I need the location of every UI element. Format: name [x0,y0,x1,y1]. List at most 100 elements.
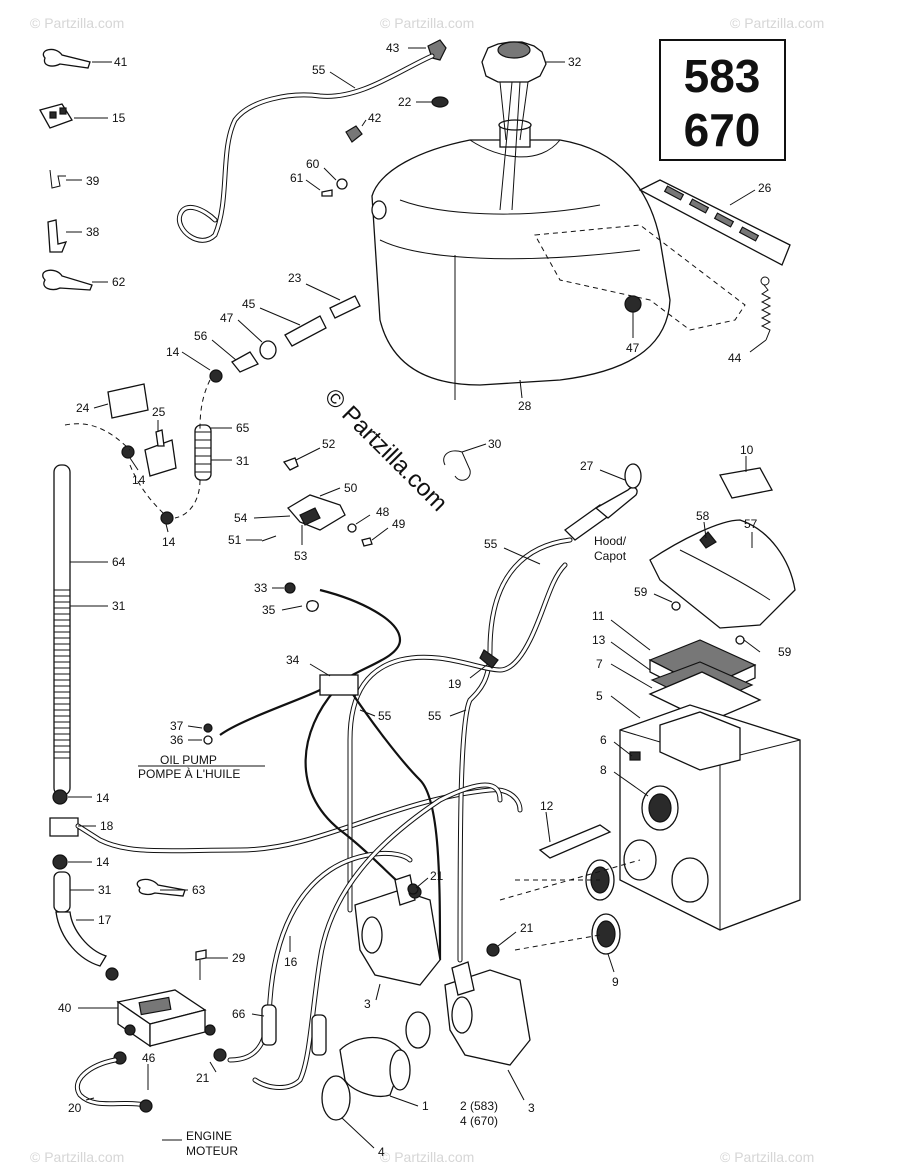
callout-59: 59 [634,585,648,599]
callout-10: 10 [740,443,754,457]
copyright-notice: © Partzilla.com [319,383,452,516]
oil-pump-caption: OIL PUMP [160,753,217,767]
callout-4: 4 [378,1145,385,1159]
model-number-670: 670 [684,104,761,156]
callout-62: 62 [112,275,126,289]
callout-54: 54 [234,511,248,525]
callout-65: 65 [236,421,250,435]
callout-20: 20 [68,1101,82,1115]
callout-55: 55 [484,537,498,551]
callout-21: 21 [430,869,444,883]
callout-8: 8 [600,763,607,777]
callout-14: 14 [96,855,110,869]
callout-34: 34 [286,653,300,667]
callout-42: 42 [368,111,382,125]
callout-36: 36 [170,733,184,747]
fuel-outlet [209,295,361,383]
callout-25: 25 [152,405,166,419]
fuel-pump [105,967,227,1065]
callout-39: 39 [86,174,100,188]
callout-19: 19 [448,677,462,691]
callout-37: 37 [170,719,184,733]
callout-30: 30 [488,437,502,451]
watermark: © Partzilla.com [720,1149,814,1165]
watermark: © Partzilla.com [30,1149,124,1165]
hose-clamp [139,1099,153,1113]
long-fuel-hose [49,464,107,967]
callout-31: 31 [98,883,112,897]
callout-45: 45 [242,297,256,311]
callout-60: 60 [306,157,320,171]
carb-vent-hoses [347,537,573,963]
watermark: © Partzilla.com [30,15,124,31]
carb-flange [321,1011,431,1121]
callout-6: 6 [600,733,607,747]
model-number-583: 583 [684,50,761,102]
callout-12: 12 [540,799,554,813]
misc-clips [136,878,419,980]
callout-14: 14 [166,345,180,359]
callout-21: 21 [196,1071,210,1085]
callout-29: 29 [232,951,246,965]
callout-55: 55 [428,709,442,723]
tank-grommet [624,295,642,313]
capot-caption: Capot [594,549,627,563]
callout-43: 43 [386,41,400,55]
callout-46: 46 [142,1051,156,1065]
callout-13: 13 [592,633,606,647]
warning-sticker [719,467,773,499]
callout-41: 41 [114,55,128,69]
watermark-layer: © Partzilla.com © Partzilla.com © Partzi… [30,15,824,1165]
pump-inlet-hose [75,1057,148,1108]
callout-26: 26 [758,181,772,195]
callout-24: 24 [76,401,90,415]
watermark: © Partzilla.com [380,15,474,31]
watermark: © Partzilla.com [730,15,824,31]
fuel-valve [121,429,177,525]
callout-23: 23 [288,271,302,285]
vent-hose-top [176,53,435,243]
tension-spring [760,276,772,341]
callout-66: 66 [232,1007,246,1021]
callout-17: 17 [98,913,112,927]
callout-63: 63 [192,883,206,897]
callout-49: 49 [392,517,406,531]
callout-56: 56 [194,329,208,343]
callout-50: 50 [344,481,358,495]
callout-35: 35 [262,603,276,617]
callout-55: 55 [312,63,326,77]
callout-9: 9 [612,975,619,989]
watermark: © Partzilla.com [380,1149,474,1165]
hood-caption: Hood/ [594,534,627,548]
callout-52: 52 [322,437,336,451]
callout-59: 59 [778,645,792,659]
callout-3: 3 [364,997,371,1011]
callout-38: 38 [86,225,100,239]
fuel-hose-65 [194,424,212,481]
variant-583-caption: 2 (583) [460,1099,498,1113]
callout-16: 16 [284,955,298,969]
callout-18: 18 [100,819,114,833]
callout-1: 1 [422,1099,429,1113]
callout-61: 61 [290,171,304,185]
model-box: 583 670 [659,39,786,161]
fuel-cap [481,41,547,211]
callout-28: 28 [518,399,532,413]
moteur-caption: MOTEUR [186,1144,238,1158]
callout-7: 7 [596,657,603,671]
callout-44: 44 [728,351,742,365]
routing-guide [64,379,211,519]
callout-48: 48 [376,505,390,519]
variant-670-caption: 4 (670) [460,1114,498,1128]
callout-47: 47 [220,311,234,325]
callout-64: 64 [112,555,126,569]
cable-clip [443,450,471,481]
callout-55: 55 [378,709,392,723]
callout-3: 3 [528,1101,535,1115]
fuel-tank [371,119,746,400]
callout-27: 27 [580,459,594,473]
support-bracket [538,824,612,859]
callout-32: 32 [568,55,582,69]
callout-33: 33 [254,581,268,595]
